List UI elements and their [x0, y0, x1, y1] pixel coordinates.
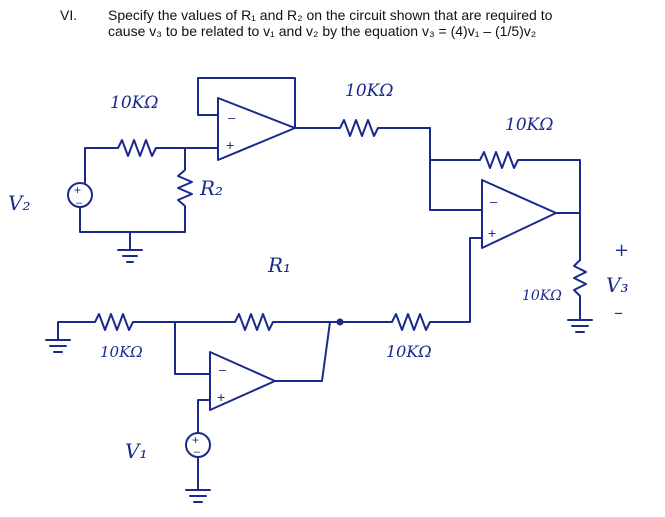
label-v3-minus: –	[614, 302, 623, 323]
resistor-top-left	[84, 139, 219, 157]
question-line-2: cause v₃ to be related to v₁ and v₂ by t…	[108, 23, 537, 39]
question-number: VI.	[60, 7, 78, 23]
label-r-bottom-right: 10KΩ	[386, 342, 432, 361]
resistor-bottom-right	[339, 299, 471, 331]
label-r-load: 10KΩ	[522, 288, 562, 304]
svg-text:–: –	[490, 194, 498, 209]
svg-text:+: +	[226, 137, 234, 153]
label-v3: V₃	[606, 273, 628, 297]
svg-text:–: –	[228, 110, 236, 125]
question-line-1: Specify the values of R₁ and R₂ on the c…	[108, 7, 553, 23]
svg-text:–: –	[76, 197, 83, 209]
resistor-bottom-left	[45, 313, 176, 353]
opamp-right: – +	[429, 127, 581, 301]
resistor-load	[567, 259, 593, 333]
resistor-top-mid	[294, 119, 431, 137]
svg-text:+: +	[217, 389, 225, 405]
label-r-bottom-left: 10KΩ	[100, 343, 143, 361]
opamp-bottom: – +	[174, 321, 341, 434]
label-v2: V₂	[8, 191, 30, 215]
question-text: Specify the values of R₁ and R₂ on the c…	[108, 7, 653, 39]
svg-text:–: –	[219, 362, 227, 377]
resistor-r1	[174, 313, 341, 331]
svg-text:+: +	[74, 183, 81, 197]
source-v2: + –	[67, 147, 186, 263]
label-r1: R₁	[267, 253, 291, 277]
label-v3-plus: +	[614, 240, 629, 261]
svg-text:+: +	[488, 225, 496, 241]
label-r-top-mid: 10KΩ	[345, 81, 393, 101]
label-r-top-left: 10KΩ	[110, 93, 158, 113]
svg-text:–: –	[194, 446, 201, 458]
opamp-top: – +	[197, 77, 296, 161]
svg-text:+: +	[192, 433, 199, 447]
label-r-top-right: 10KΩ	[505, 115, 553, 135]
label-r2: R₂	[199, 176, 223, 200]
source-v1: + –	[185, 432, 211, 503]
resistor-r2	[177, 147, 193, 233]
label-v1: V₁	[125, 439, 147, 463]
